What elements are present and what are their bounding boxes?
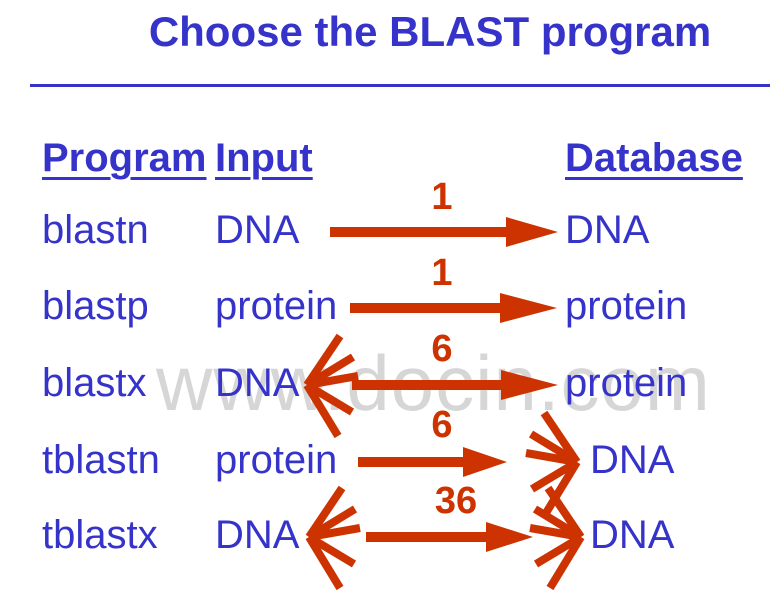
database-type-tblastx: DNA [590, 513, 675, 557]
header-input: Input [215, 136, 313, 180]
tblastx-input-six-frame-fan-icon [305, 485, 361, 591]
frame-count-tblastn: 6 [431, 404, 453, 446]
program-name-blastp: blastp [42, 284, 149, 328]
blastx-arrow-right-icon [352, 370, 558, 400]
blastp-arrow-right-icon [350, 293, 557, 323]
input-type-tblastx: DNA [215, 513, 300, 557]
tblastx-database-six-frame-fan-icon [529, 485, 585, 591]
frame-count-tblastx: 36 [434, 480, 478, 522]
input-type-blastx: DNA [215, 361, 300, 405]
database-type-blastx: protein [565, 361, 688, 405]
program-name-blastx: blastx [42, 361, 147, 405]
frame-count-blastx: 6 [431, 328, 453, 370]
tblastn-arrow-right-icon [358, 447, 507, 477]
header-program: Program [42, 136, 207, 180]
input-type-tblastn: protein [215, 438, 338, 482]
title-divider-line [30, 84, 770, 87]
blastx-input-six-frame-fan-icon [303, 333, 359, 439]
program-name-blastn: blastn [42, 208, 149, 252]
input-type-blastn: DNA [215, 208, 300, 252]
database-type-tblastn: DNA [590, 438, 675, 482]
page-title: Choose the BLAST program [148, 8, 712, 55]
blastn-arrow-right-icon [330, 217, 558, 247]
database-type-blastn: DNA [565, 208, 650, 252]
tblastx-arrow-right-icon [366, 522, 533, 552]
frame-count-blastp: 1 [431, 252, 453, 294]
input-type-blastp: protein [215, 284, 338, 328]
program-name-tblastx: tblastx [42, 513, 158, 557]
database-type-blastp: protein [565, 284, 688, 328]
frame-count-blastn: 1 [431, 176, 453, 218]
tblastn-database-six-frame-fan-icon [525, 410, 581, 516]
program-name-tblastn: tblastn [42, 438, 160, 482]
header-database: Database [565, 136, 743, 180]
